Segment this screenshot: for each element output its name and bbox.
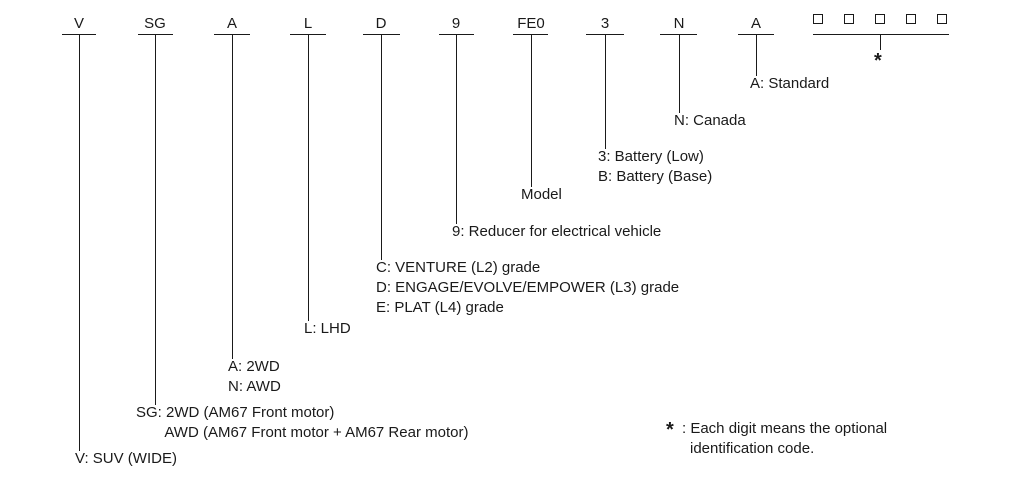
code-segment-2: SG xyxy=(144,15,166,32)
leader-line-9 xyxy=(679,34,680,113)
optional-code-underline xyxy=(813,34,949,35)
note-line-2: identification code. xyxy=(690,440,815,457)
note-asterisk: * xyxy=(666,419,674,441)
description-line: Model xyxy=(521,186,562,203)
optional-code-note: : Each digit means the optional identifi… xyxy=(682,419,887,459)
description-line: D: ENGAGE/EVOLVE/EMPOWER (L3) grade xyxy=(376,279,680,296)
leader-line-10 xyxy=(756,34,757,76)
optional-digit-box xyxy=(813,14,823,24)
code-segment-10: A xyxy=(750,15,761,32)
optional-code-leader xyxy=(880,34,881,50)
code-description-10: A: Standard xyxy=(750,74,829,94)
optional-digit-box xyxy=(906,14,916,24)
code-description-9: N: Canada xyxy=(674,111,746,131)
code-description-7: Model xyxy=(521,185,562,205)
optional-digit-box xyxy=(844,14,854,24)
leader-line-8 xyxy=(605,34,606,149)
code-segment-8: 3 xyxy=(600,15,610,32)
description-line: 9: Reducer for electrical vehicle xyxy=(452,223,662,240)
code-underline-9 xyxy=(660,34,697,35)
description-line: SG: 2WD (AM67 Front motor) xyxy=(136,404,335,421)
code-segment-3: A xyxy=(226,15,237,32)
description-line: E: PLAT (L4) grade xyxy=(376,299,504,316)
optional-digit-box xyxy=(875,14,885,24)
code-description-5: C: VENTURE (L2) grade D: ENGAGE/EVOLVE/EM… xyxy=(376,258,679,318)
description-line: 3: Battery (Low) xyxy=(598,148,704,165)
description-line: L: LHD xyxy=(304,320,351,337)
leader-line-3 xyxy=(232,34,233,359)
code-segment-6: 9 xyxy=(451,15,461,32)
code-underline-7 xyxy=(513,34,548,35)
description-line: AWD (AM67 Front motor + AM67 Rear motor) xyxy=(136,424,469,441)
leader-line-5 xyxy=(381,34,382,260)
code-description-8: 3: Battery (Low) B: Battery (Base) xyxy=(598,147,712,187)
leader-line-7 xyxy=(531,34,532,187)
leader-line-6 xyxy=(456,34,457,224)
code-segment-5: D xyxy=(375,15,387,32)
code-segment-7: FE0 xyxy=(517,15,545,32)
description-line: N: Canada xyxy=(674,112,746,129)
leader-line-1 xyxy=(79,34,80,451)
leader-line-4 xyxy=(308,34,309,321)
leader-line-2 xyxy=(155,34,156,405)
optional-code-asterisk: * xyxy=(874,50,882,72)
description-line: C: VENTURE (L2) grade xyxy=(376,259,541,276)
code-segment-4: L xyxy=(303,15,313,32)
description-line: B: Battery (Base) xyxy=(598,168,713,185)
code-segment-1: V xyxy=(73,15,84,32)
description-line: N: AWD xyxy=(228,378,281,395)
code-description-4: L: LHD xyxy=(304,319,351,339)
description-line: A: 2WD xyxy=(228,358,280,375)
description-line: V: SUV (WIDE) xyxy=(75,450,177,467)
note-line-1: : Each digit means the optional xyxy=(682,420,888,437)
code-description-3: A: 2WD N: AWD xyxy=(228,357,281,397)
code-description-6: 9: Reducer for electrical vehicle xyxy=(452,222,661,242)
code-segment-9: N xyxy=(673,15,685,32)
code-description-1: V: SUV (WIDE) xyxy=(75,449,177,469)
code-description-2: SG: 2WD (AM67 Front motor) AWD (AM67 Fro… xyxy=(136,403,468,443)
optional-code-boxes xyxy=(813,14,947,24)
optional-digit-box xyxy=(937,14,947,24)
description-line: A: Standard xyxy=(750,75,830,92)
